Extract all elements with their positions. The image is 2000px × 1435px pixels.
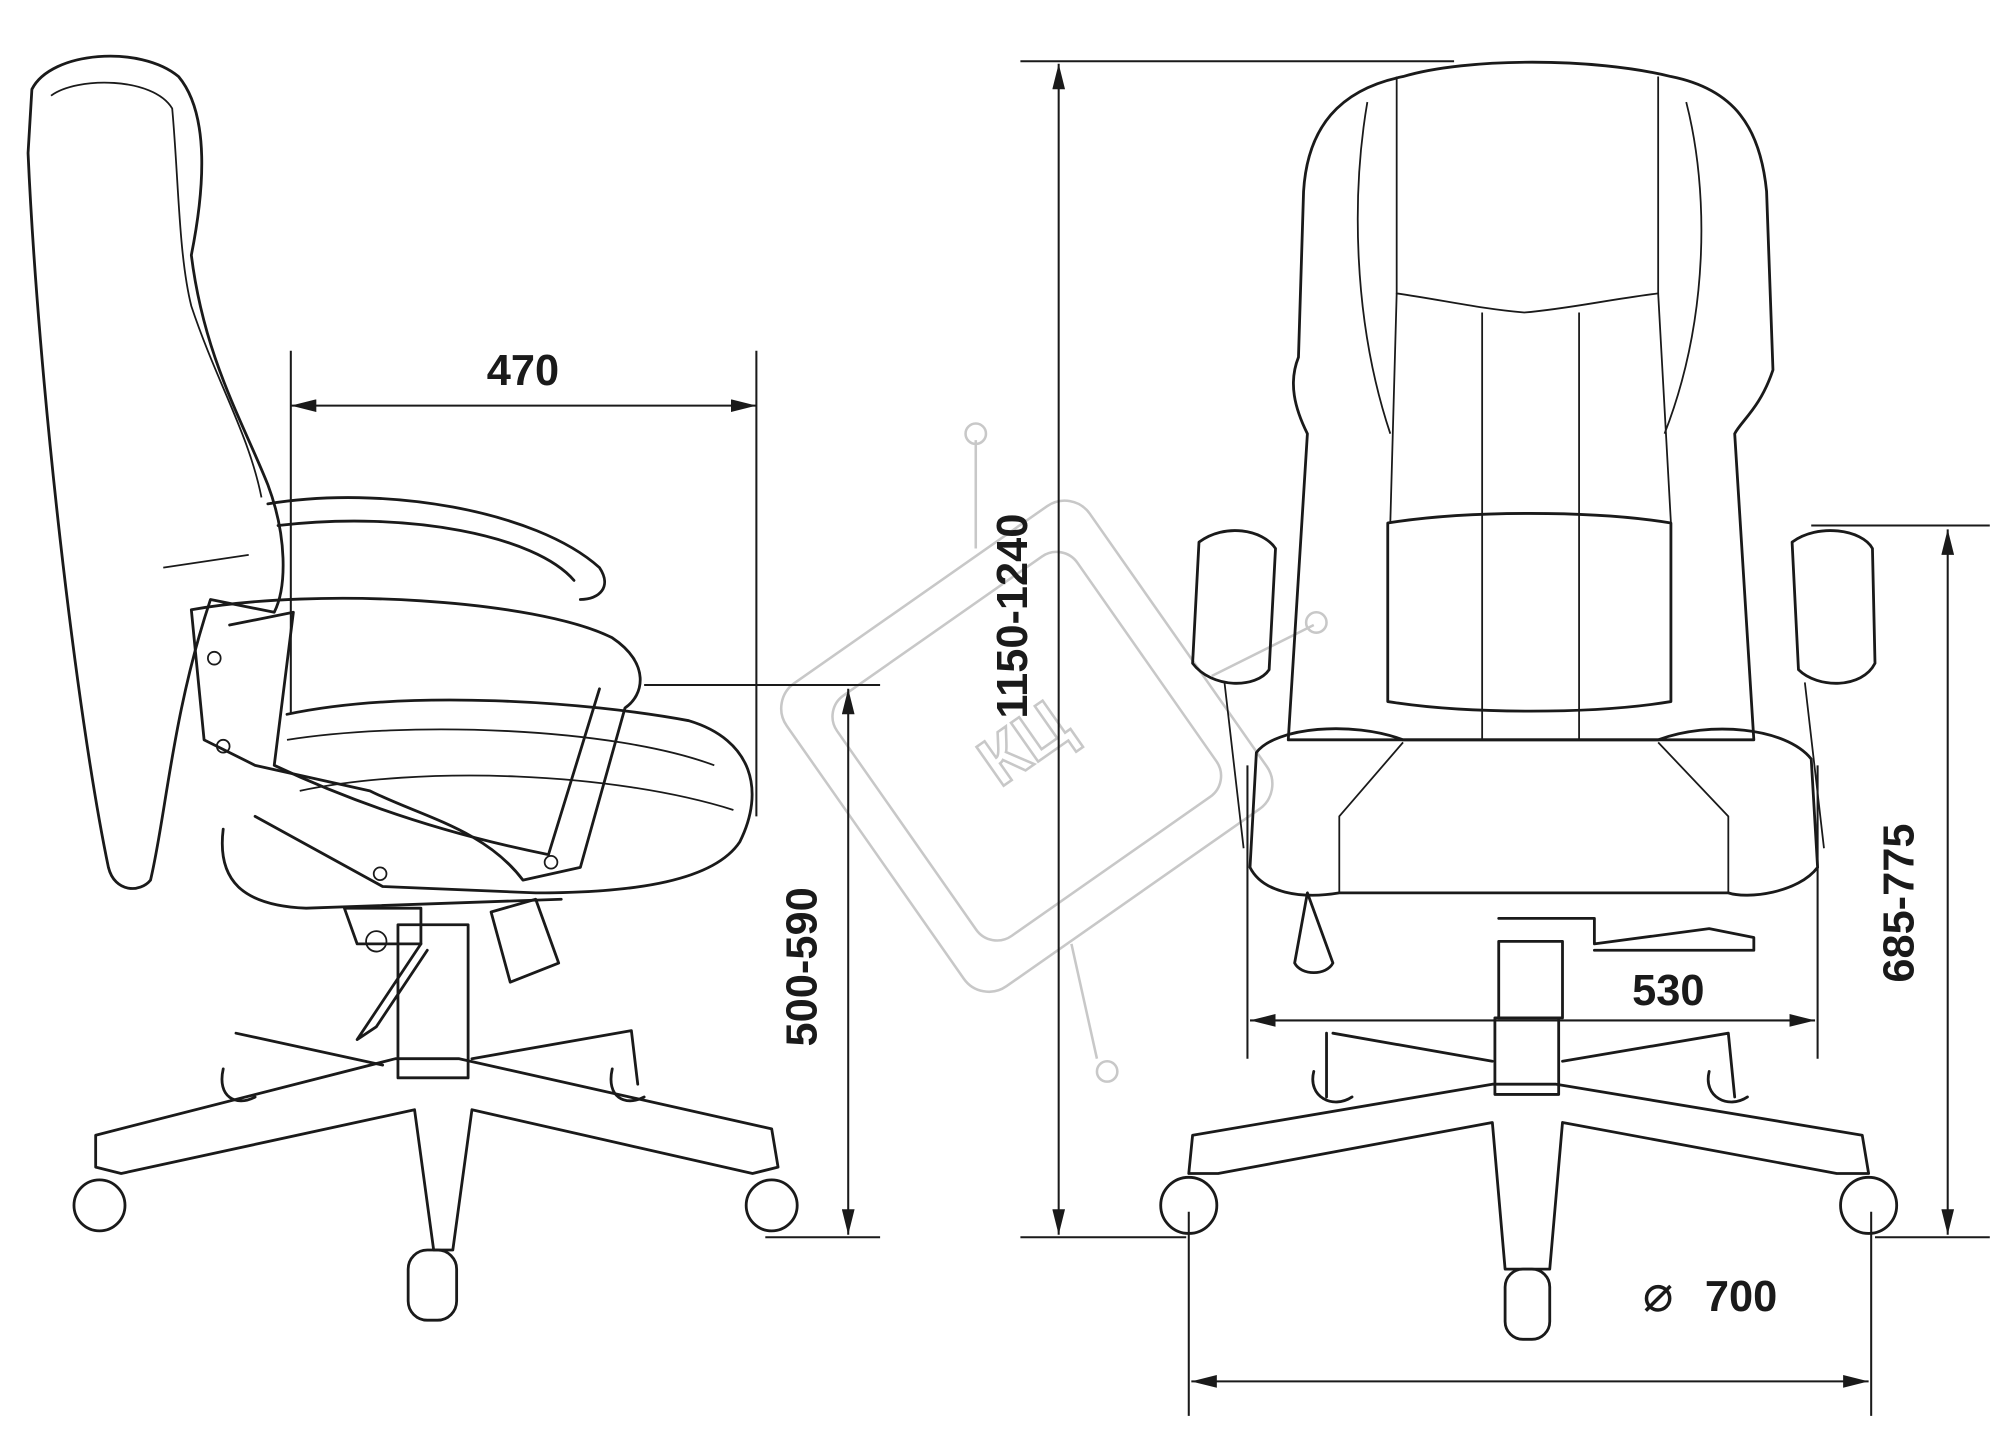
seat-depth-label: 470: [487, 347, 559, 395]
seat-height-label: 500-590: [778, 887, 826, 1046]
dimension-seat-depth: 470: [289, 347, 758, 817]
diameter-symbol: ⌀: [1643, 1265, 1674, 1322]
side-view-chair: [26, 54, 799, 1322]
seat-width-label: 530: [1632, 967, 1704, 1015]
dimension-seat-width: 530: [1246, 765, 1819, 1059]
front-view-chair: [1159, 60, 1899, 1341]
watermark-logo: КЦ: [779, 422, 1328, 1083]
dimension-armrest-height: 685-775: [1811, 524, 1990, 1239]
dimension-base-diameter: ⌀ 700: [1187, 1211, 1873, 1416]
base-diameter-label: 700: [1705, 1273, 1777, 1321]
dimension-seat-height: 500-590: [644, 683, 881, 1239]
total-height-label: 1150-1240: [989, 514, 1037, 719]
armrest-height-label: 685-775: [1875, 824, 1923, 983]
dimension-total-height: 1150-1240: [989, 60, 1455, 1239]
